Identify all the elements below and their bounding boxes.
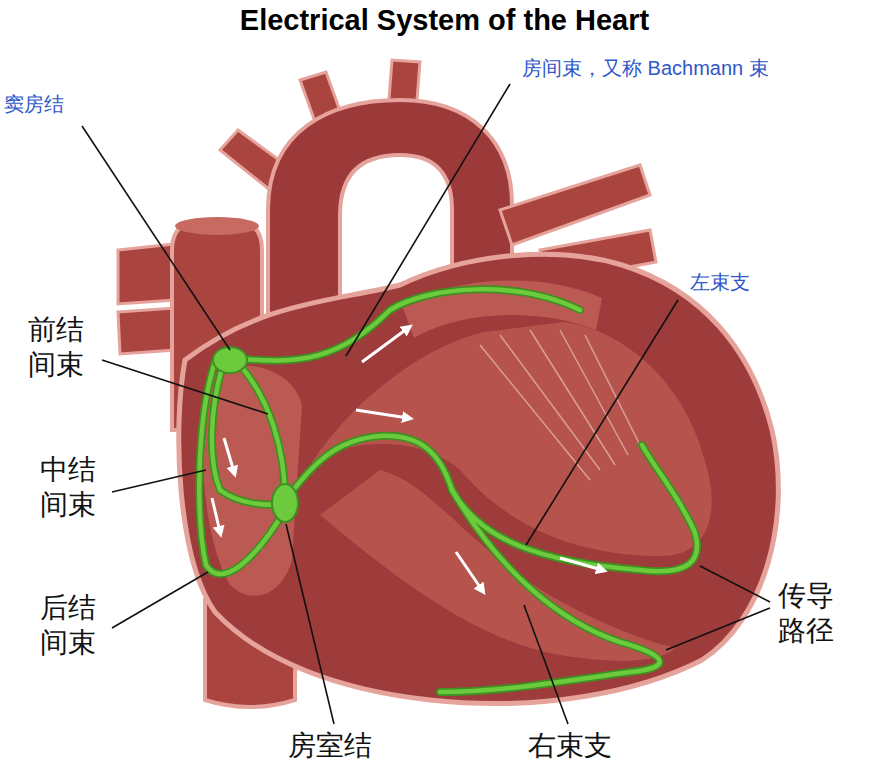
middle-tract [212,368,285,505]
title: Electrical System of the Heart [0,2,889,38]
leader-lines [82,84,770,724]
vessel-opening [175,217,259,235]
leader-line [102,360,268,414]
chordae [480,330,640,480]
chorda [480,345,590,480]
chorda [530,330,615,465]
node-label: 窦房结 [4,92,64,117]
flow-arrow [356,410,408,418]
anterior-tract [240,365,285,500]
leader-line [526,300,678,545]
posterior-tract [199,362,285,574]
leader-line [112,572,208,628]
tract-label: 前结 间束 [28,312,92,382]
conduction-path [199,289,697,692]
anterior-tract [240,365,285,500]
conduction-path-shadow [199,289,697,692]
bundle-label: 房间束，又称 Bachmann 束 [522,56,769,81]
chorda [585,335,640,445]
leader-line [286,524,334,724]
flow-arrow [362,328,408,362]
sa-node [213,347,247,373]
his-bundle [285,436,452,500]
branch-label: 右束支 [528,728,612,763]
heart-wall [179,254,779,703]
left-branch [452,445,697,571]
vessel [118,308,175,354]
path-label: 传导 路径 [778,578,842,648]
tract-label: 中结 间束 [40,452,104,522]
flow-arrow [456,552,482,590]
node-label: 房室结 [288,728,372,763]
leader-line [700,566,770,602]
flow-arrow [560,558,602,570]
leader-line [82,126,230,350]
his-bundle [285,436,452,500]
right-branch [440,490,660,692]
flow-arrow [224,438,234,472]
leader-line [666,608,770,650]
right-atrium [202,365,302,595]
flow-arrows [212,328,602,590]
flow-arrow [212,498,220,532]
av-node [272,484,298,522]
posterior-tract [199,362,285,574]
left-branch [452,445,697,571]
leader-line [112,470,206,492]
tract-label: 后结 间束 [40,590,104,660]
leader-line [346,84,510,356]
leader-line [524,605,568,724]
bachmann-bundle [232,289,580,360]
middle-tract [212,368,285,505]
branch-label: 左束支 [690,270,750,295]
right-branch [440,490,660,692]
bachmann-bundle [232,289,580,360]
